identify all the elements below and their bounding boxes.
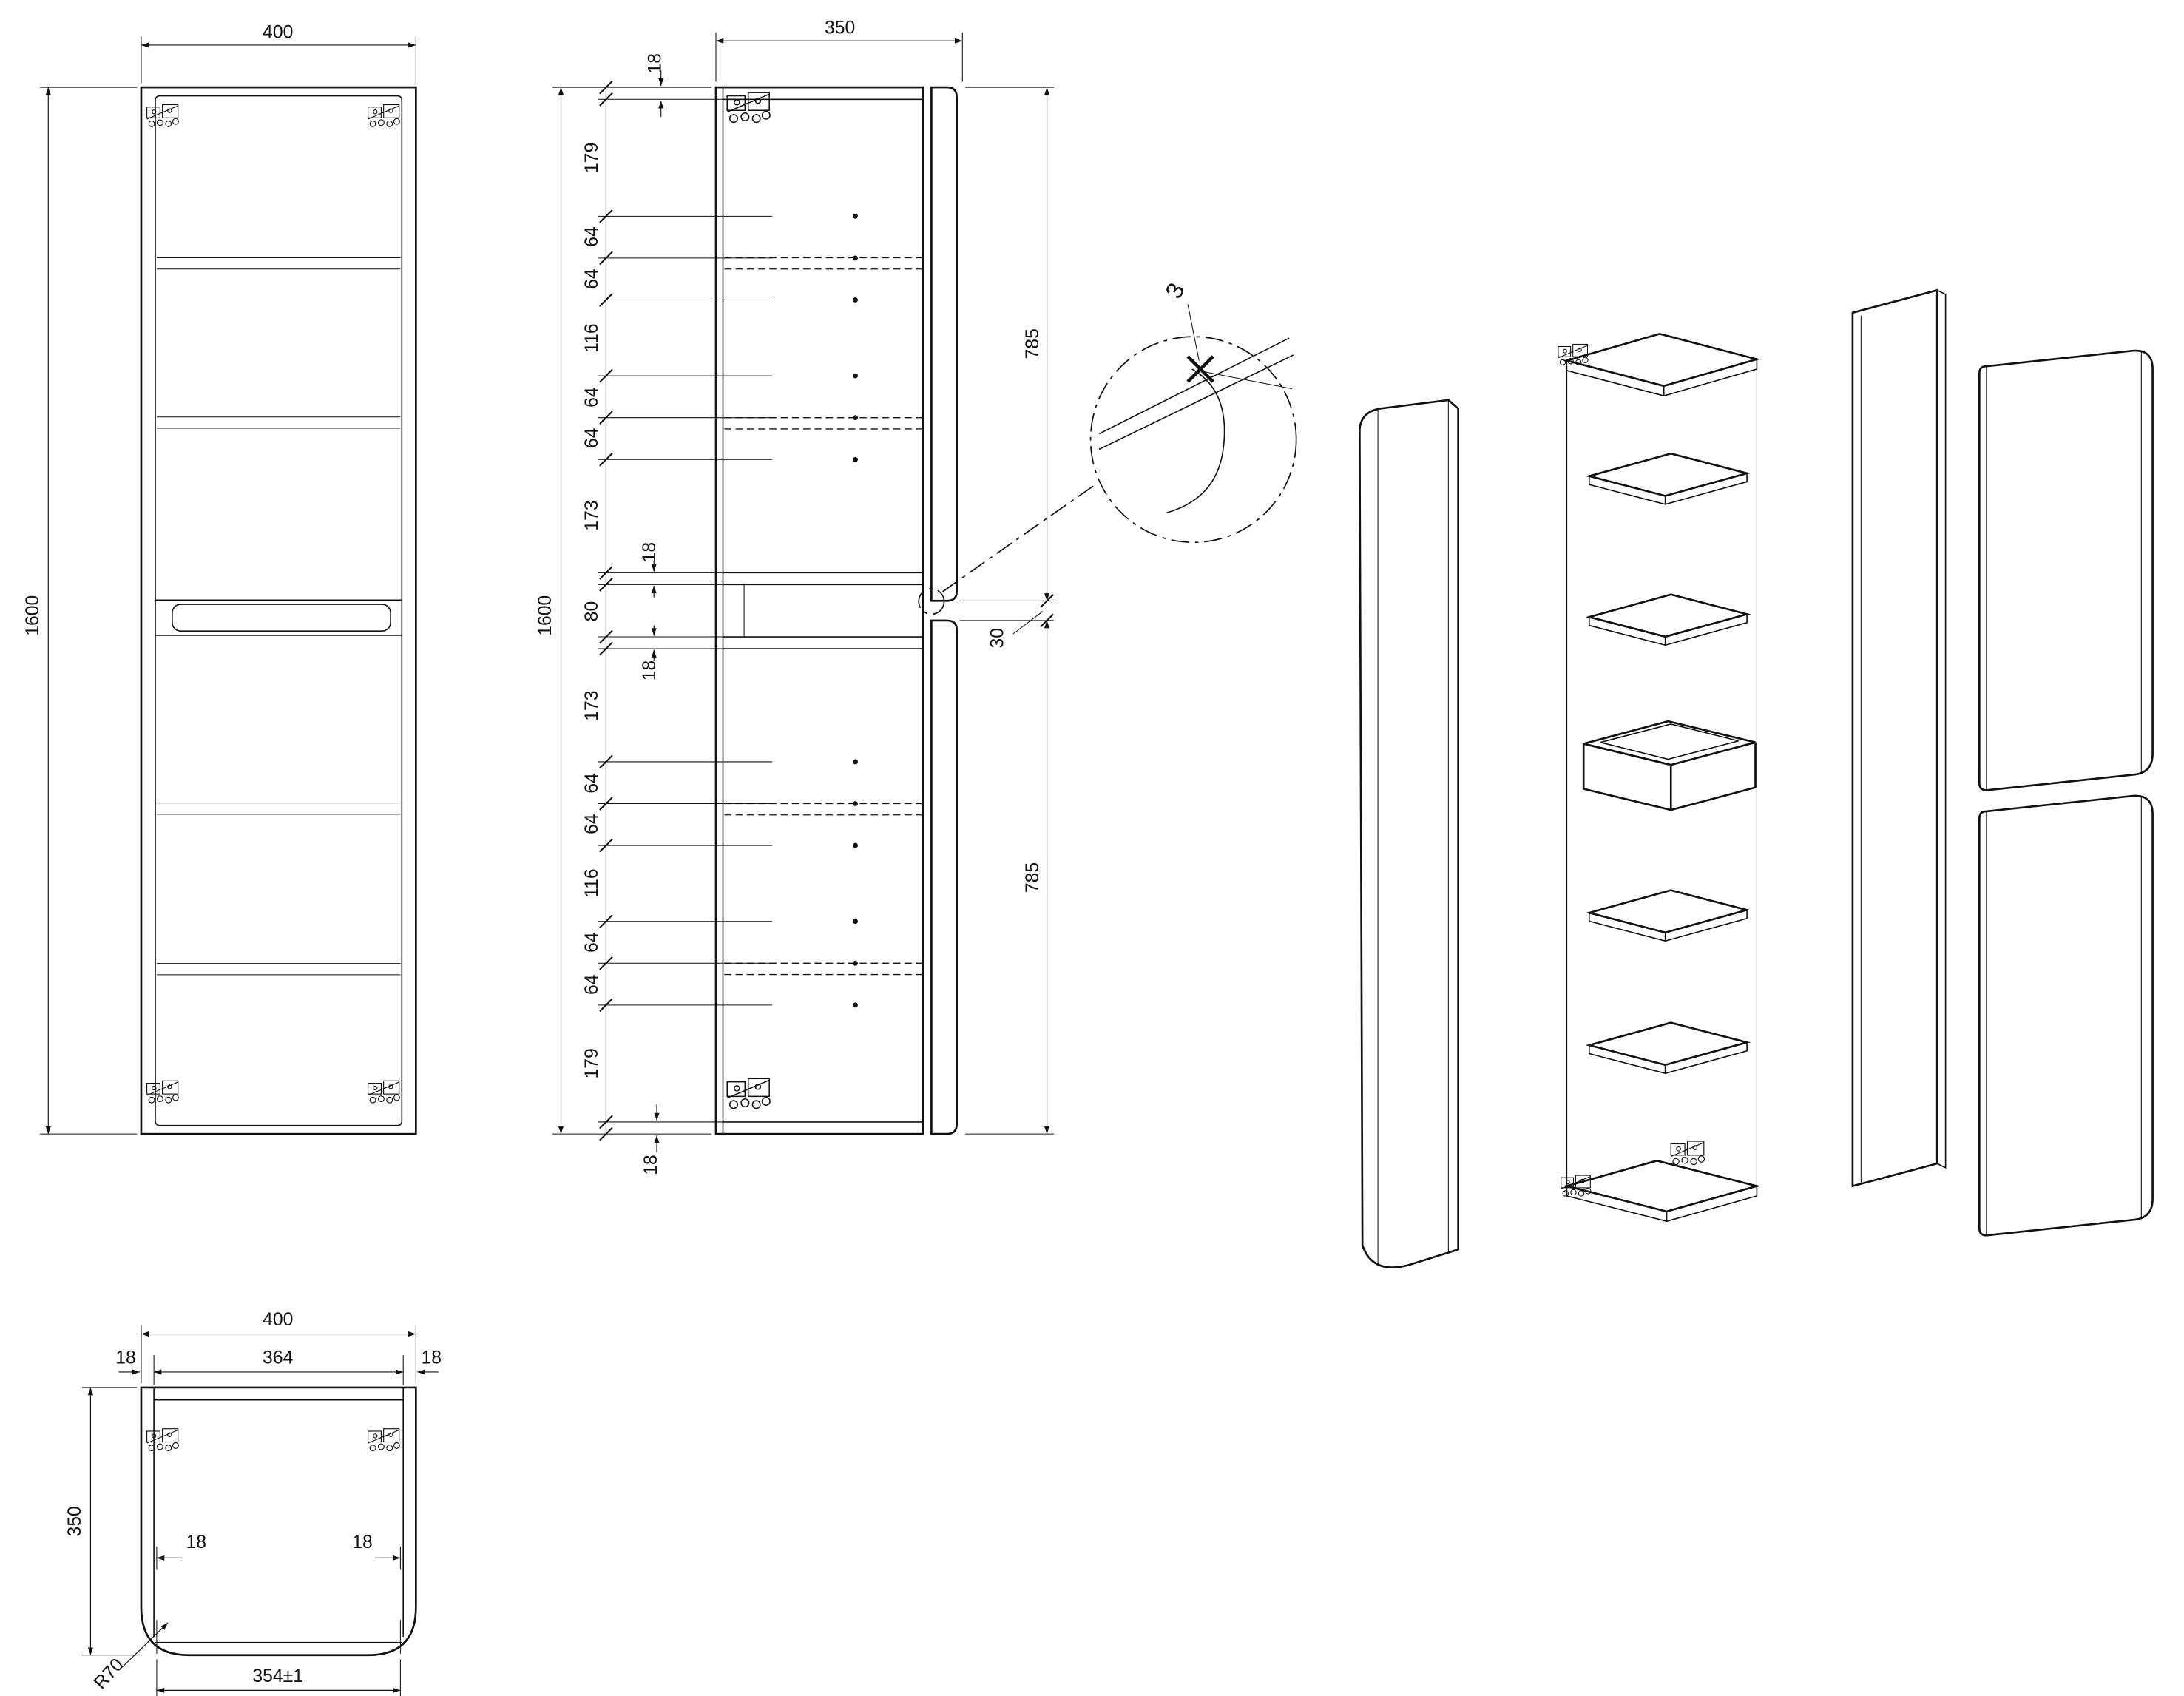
svg-text:785: 785 xyxy=(1023,862,1043,893)
section-fixed-shelf xyxy=(723,572,923,649)
bottom-panel-dim: 18 xyxy=(641,1155,661,1175)
svg-text:173: 173 xyxy=(582,500,602,530)
detail-view: 3 xyxy=(918,278,1297,615)
svg-text:64: 64 xyxy=(582,773,602,794)
hinge-icon xyxy=(146,1080,179,1104)
detail-source-circle xyxy=(918,588,945,615)
detail-gap-dim: 3 xyxy=(1160,278,1190,303)
front-cabinet-outline xyxy=(140,86,417,1135)
right-chain-labels: 785 30 785 xyxy=(988,328,1044,893)
plan-width-dim: 400 xyxy=(263,1310,293,1330)
plan-door-width-dim: 354±1 xyxy=(252,1666,303,1686)
svg-text:64: 64 xyxy=(582,268,602,289)
svg-text:18: 18 xyxy=(640,542,660,563)
section-view: 350 1600 179 64 64 116 64 64 173 xyxy=(535,18,1055,1175)
bracket-icon xyxy=(1670,1141,1705,1166)
plan-depth-dim: 350 xyxy=(65,1506,85,1536)
hinge-icon xyxy=(146,1428,179,1452)
plan-radius-dim: R70 xyxy=(90,1655,127,1693)
exploded-door-bottom xyxy=(1978,794,2154,1237)
svg-text:30: 30 xyxy=(988,628,1008,649)
left-chain-labels: 179 64 64 116 64 64 173 18 80 18 173 64 … xyxy=(582,143,660,1079)
plan-edge-right-dim: 18 xyxy=(422,1348,442,1368)
top-panel-dim: 18 xyxy=(646,53,666,74)
front-shelf-lines xyxy=(156,257,401,976)
exploded-view xyxy=(1359,288,2154,1268)
svg-text:18: 18 xyxy=(640,661,660,681)
bracket-icon xyxy=(1558,343,1589,366)
svg-text:116: 116 xyxy=(582,868,602,897)
shelf-pin-rows xyxy=(598,98,773,1123)
svg-text:64: 64 xyxy=(582,974,602,995)
svg-text:64: 64 xyxy=(582,428,602,448)
exploded-door-top xyxy=(1978,349,2154,791)
section-shelves-dashed xyxy=(724,257,922,976)
svg-text:64: 64 xyxy=(582,814,602,834)
handle-recess xyxy=(172,604,391,632)
shelf-pin-holes xyxy=(853,213,858,1008)
hinge-icon xyxy=(368,1080,400,1104)
exploded-back-panel xyxy=(1851,288,1947,1188)
svg-text:179: 179 xyxy=(582,143,602,173)
front-width-dim: 400 xyxy=(263,22,293,42)
wall-bracket-icon xyxy=(726,1078,771,1109)
section-door-bottom xyxy=(930,619,959,1135)
front-height-dim: 1600 xyxy=(23,595,43,636)
detail-leader xyxy=(942,485,1094,592)
hinge-icon xyxy=(368,1428,400,1452)
exploded-side-panel xyxy=(1359,399,1459,1268)
plan-outline xyxy=(140,1386,417,1657)
svg-text:116: 116 xyxy=(582,323,602,352)
plan-panel-left-dim: 18 xyxy=(186,1533,206,1553)
section-height-dim: 1600 xyxy=(535,595,555,636)
front-door-outline xyxy=(155,95,403,1126)
hinge-icon xyxy=(368,104,400,127)
plan-view: 400 18 364 18 350 18 18 R70 354±1 xyxy=(65,1310,442,1696)
exploded-carcass xyxy=(1558,332,1761,1223)
svg-text:64: 64 xyxy=(582,387,602,408)
plan-inner-width-dim: 364 xyxy=(263,1348,294,1368)
svg-text:80: 80 xyxy=(582,601,602,622)
svg-text:64: 64 xyxy=(582,226,602,247)
section-door-top xyxy=(930,86,959,602)
svg-text:173: 173 xyxy=(582,690,602,720)
section-depth-dim: 350 xyxy=(825,18,855,38)
detail-circle xyxy=(1089,336,1297,544)
plan-edge-left-dim: 18 xyxy=(115,1348,136,1368)
front-view: 400 1600 xyxy=(23,22,417,1135)
hinge-icon xyxy=(146,104,179,127)
plan-panel-right-dim: 18 xyxy=(352,1533,373,1553)
svg-text:179: 179 xyxy=(582,1048,602,1078)
section-carcass-outline xyxy=(714,86,924,1135)
svg-text:785: 785 xyxy=(1023,328,1043,359)
svg-text:64: 64 xyxy=(582,932,602,953)
wall-bracket-icon xyxy=(726,92,771,124)
